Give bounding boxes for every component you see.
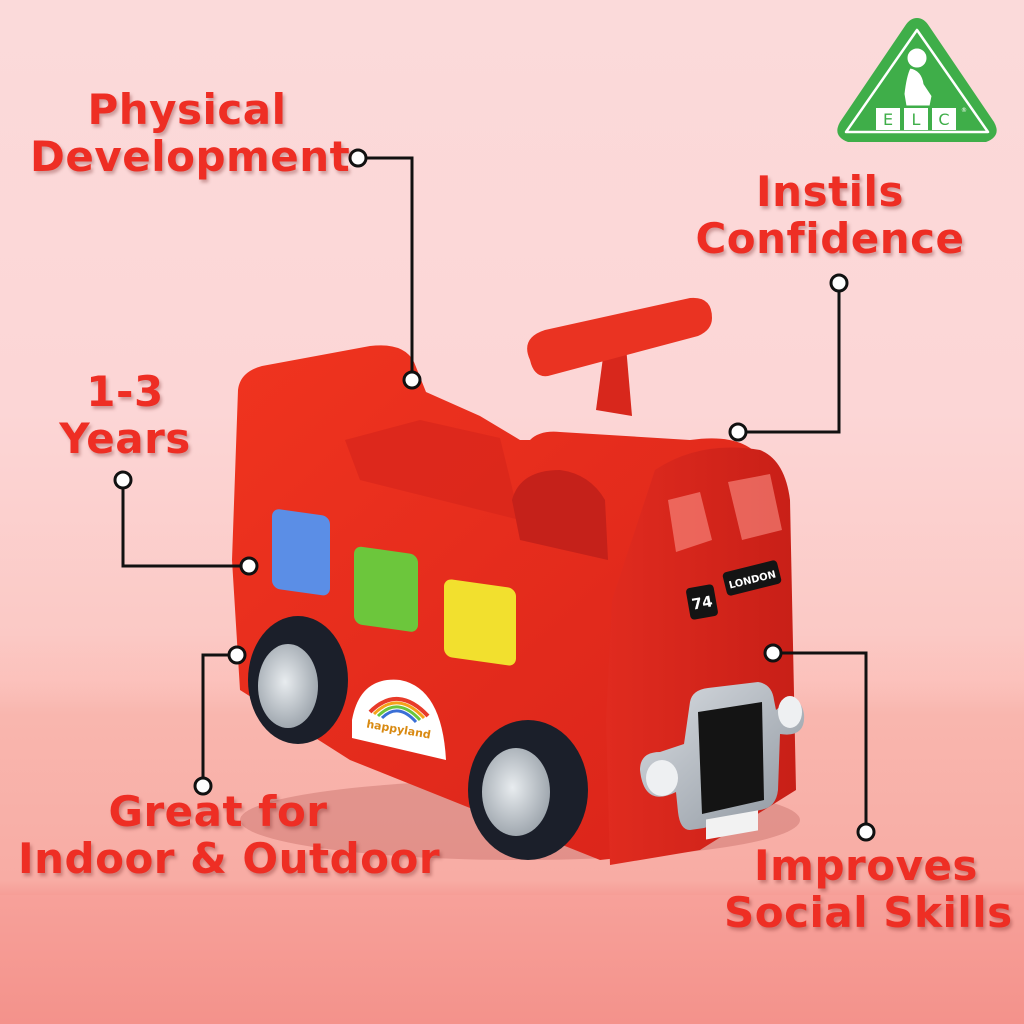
svg-text:E: E: [883, 110, 893, 129]
connector-dot: [402, 370, 422, 390]
logo-blocks: E L C ®: [876, 107, 967, 130]
front-wheel: [468, 720, 588, 860]
connector-dot: [227, 645, 247, 665]
route-plates: 74 LONDON: [686, 560, 782, 620]
connector-indoor: [201, 653, 237, 786]
connector-dot: [728, 422, 748, 442]
connector-dot: [193, 776, 213, 796]
svg-text:74: 74: [690, 592, 714, 613]
connector-social: [773, 651, 868, 832]
feature-age-range: 1-3 Years: [59, 367, 191, 464]
happyland-sticker: happyland: [352, 679, 446, 760]
front-grille: [640, 682, 805, 840]
connector-dot: [113, 470, 133, 490]
feature-physical-development: Physical Development: [30, 85, 351, 182]
floor-band: [0, 895, 1024, 1024]
side-windows: [272, 509, 516, 666]
feature-social-skills: Improves Social Skills: [724, 841, 1013, 938]
svg-text:C: C: [938, 110, 949, 129]
connector-years: [121, 480, 249, 568]
connector-dot: [856, 822, 876, 842]
handlebar: [527, 297, 712, 416]
feature-instils-confidence: Instils Confidence: [695, 167, 965, 264]
connector-dot: [239, 556, 259, 576]
window-yellow: [444, 579, 516, 666]
connector-dot: [348, 148, 368, 168]
window-green: [354, 546, 418, 632]
connector-dot: [829, 273, 849, 293]
svg-text:L: L: [912, 110, 921, 129]
feature-indoor-outdoor: Great for Indoor & Outdoor: [18, 787, 441, 884]
rear-wheel: [248, 616, 348, 744]
child-figure-icon: [903, 47, 933, 107]
elc-logo: E L C ®: [837, 18, 997, 142]
connector-dot: [763, 643, 783, 663]
window-blue: [272, 509, 330, 596]
svg-text:®: ®: [961, 107, 967, 114]
connector-physical: [358, 156, 414, 380]
connector-confidence: [738, 283, 841, 434]
